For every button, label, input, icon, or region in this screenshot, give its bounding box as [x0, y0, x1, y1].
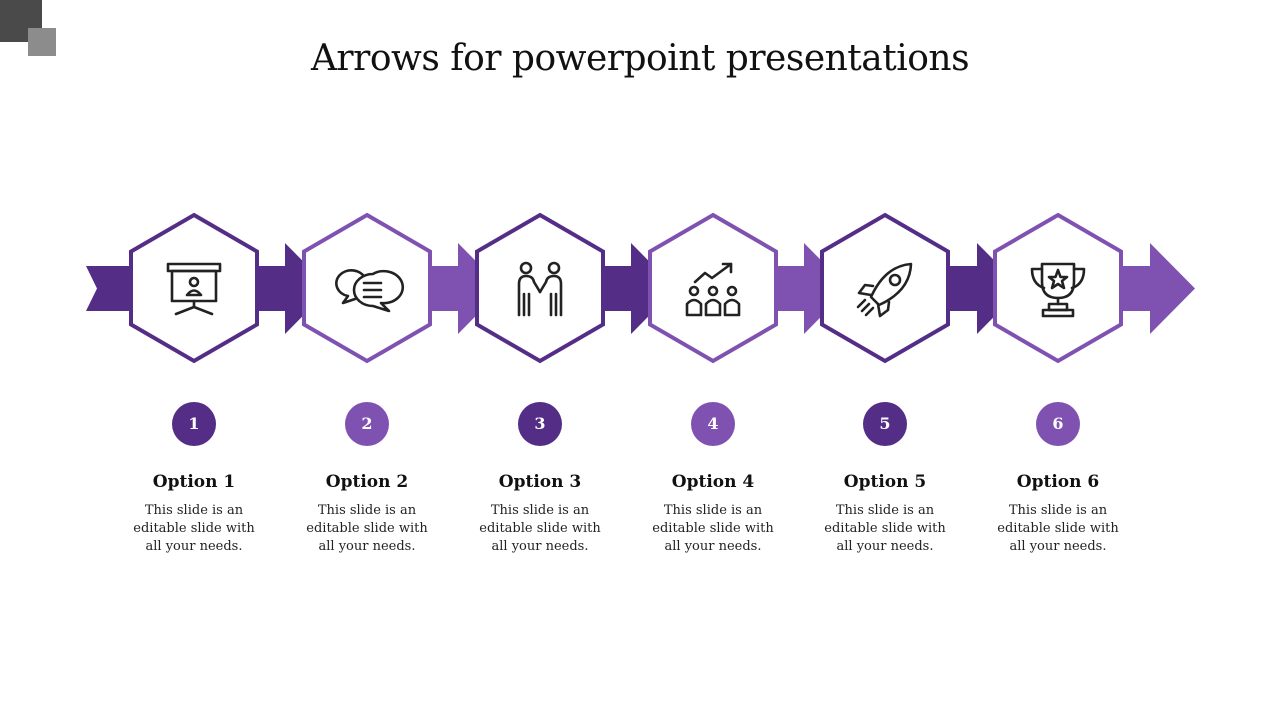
option-description-2: This slide is an editable slide with all…	[306, 503, 428, 554]
option-description-1: This slide is an editable slide with all…	[133, 503, 255, 554]
arrow-head-final	[1115, 243, 1195, 334]
step-number-badge-2: 2	[345, 402, 389, 446]
slide-title: Arrows for powerpoint presentations	[310, 38, 970, 79]
option-title-3: Option 3	[498, 472, 582, 492]
chat-bubbles-icon	[335, 269, 405, 313]
arrow-connector-1	[250, 243, 330, 334]
hexagon-step-1	[129, 212, 259, 364]
arrow-connector-5	[942, 243, 1022, 334]
step-number-badge-4: 4	[691, 402, 735, 446]
option-title-2: Option 2	[325, 472, 409, 492]
hexagon-step-5	[820, 212, 950, 364]
arrow-connector-2	[423, 243, 503, 334]
step-number-badge-1: 1	[172, 402, 216, 446]
option-description-5: This slide is an editable slide with all…	[824, 503, 946, 554]
team-growth-icon	[685, 262, 741, 317]
option-description-6: This slide is an editable slide with all…	[997, 503, 1119, 554]
option-description-3: This slide is an editable slide with all…	[479, 503, 601, 554]
option-title-6: Option 6	[1016, 472, 1100, 492]
option-description-4: This slide is an editable slide with all…	[652, 503, 774, 554]
trophy-icon	[1030, 262, 1086, 318]
rocket-icon	[856, 262, 913, 318]
step-number-badge-6: 6	[1036, 402, 1080, 446]
option-title-4: Option 4	[671, 472, 755, 492]
arrow-connector-4	[769, 243, 849, 334]
handshake-people-icon	[517, 261, 563, 317]
option-title-1: Option 1	[152, 472, 236, 492]
arrow-tail	[86, 266, 140, 311]
option-title-5: Option 5	[843, 472, 927, 492]
step-number-badge-5: 5	[863, 402, 907, 446]
hexagon-step-6	[993, 212, 1123, 364]
step-number-badge-3: 3	[518, 402, 562, 446]
hexagon-step-3	[475, 212, 605, 364]
presentation-board-icon	[166, 262, 222, 316]
corner-decoration-light	[28, 28, 56, 56]
arrow-connector-3	[596, 243, 676, 334]
